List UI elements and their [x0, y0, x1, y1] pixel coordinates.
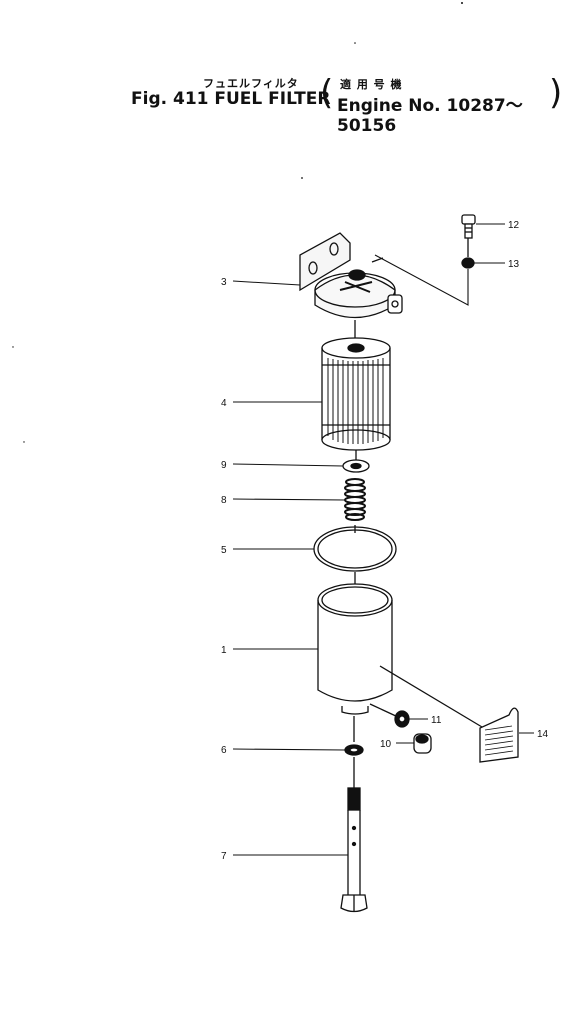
spring-drawing: [344, 478, 366, 521]
bolt-drawing: [461, 214, 476, 239]
o-ring-drawing: [313, 525, 397, 572]
callout-14: 14: [537, 729, 549, 740]
callout-9: 9: [221, 460, 227, 471]
callout-4: 4: [221, 398, 227, 409]
callout-3: 3: [221, 277, 227, 288]
open-paren: (: [320, 73, 334, 113]
callout-7: 7: [221, 851, 227, 862]
callout-1: 1: [221, 645, 227, 656]
callout-13: 13: [508, 259, 520, 270]
filter-element-drawing: [321, 337, 391, 460]
callout-5: 5: [221, 545, 227, 556]
gasket-drawing: [344, 716, 364, 788]
callout-6: 6: [221, 745, 227, 756]
japanese-title: フュエルフィルタ: [203, 77, 299, 90]
gasket-11-drawing: [394, 710, 410, 728]
washer-13-drawing: [461, 238, 475, 269]
callout-numbers: 3 4 9 8 5 1 6 7 12 13 11 10 14: [221, 220, 549, 862]
engine-number-range: Engine No. 10287～50156: [337, 96, 523, 136]
callout-leaders: [232, 223, 534, 856]
filter-head-drawing: [299, 232, 403, 340]
callout-11: 11: [431, 715, 442, 726]
callout-12: 12: [508, 220, 520, 231]
scan-specks: [12, 2, 463, 443]
callout-8: 8: [221, 495, 227, 506]
japanese-applicable-label: 適 用 号 機: [340, 78, 403, 91]
callout-10: 10: [380, 739, 392, 750]
center-bolt-drawing: [340, 787, 368, 913]
washer-drawing: [342, 459, 370, 473]
close-paren: ): [549, 73, 563, 113]
figure-title: Fig. 411 FUEL FILTER: [131, 89, 331, 109]
label-plate-drawing: [379, 665, 519, 763]
filter-case-drawing: [317, 572, 393, 715]
drain-plug-drawing: [413, 733, 432, 754]
